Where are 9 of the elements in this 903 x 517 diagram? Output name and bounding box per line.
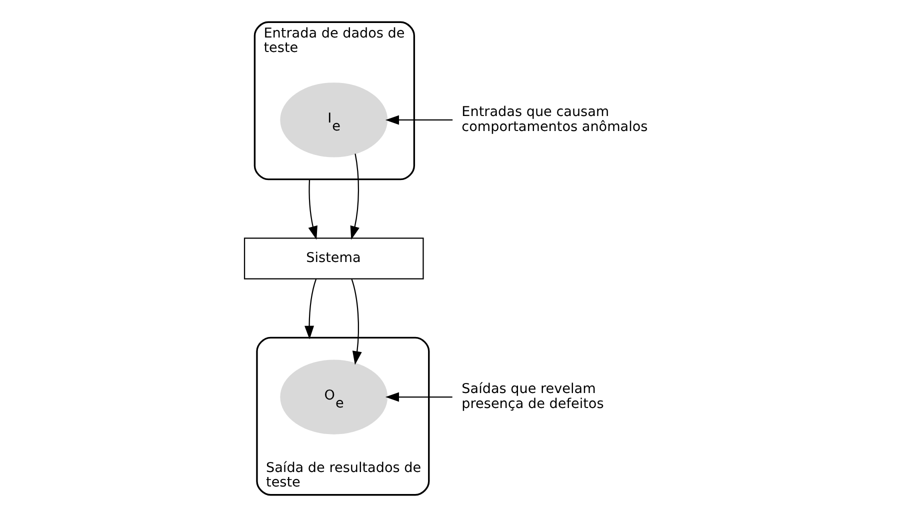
node-text: Saídas que revelam presença de defeitos xyxy=(462,381,604,412)
arrow xyxy=(385,115,453,125)
node-text: Entradas que causam comportamentos anômalos xyxy=(462,104,648,135)
arrow xyxy=(385,392,452,402)
arrow xyxy=(308,179,318,240)
arrow xyxy=(351,278,362,365)
arrow xyxy=(304,278,317,340)
node-box: Sistema xyxy=(244,238,424,280)
arrow xyxy=(350,154,360,240)
